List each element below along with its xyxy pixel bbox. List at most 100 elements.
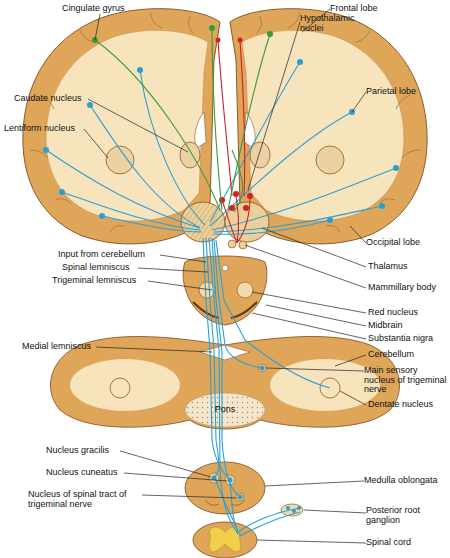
- sensory-pathway: [90, 105, 200, 228]
- structure-label: Lentiform nucleus: [4, 124, 94, 134]
- pathway-terminal: [87, 102, 93, 108]
- pathway-terminal: [43, 147, 49, 153]
- structure-label: Nucleus gracilis: [46, 446, 136, 456]
- pathway-terminal: [393, 165, 399, 171]
- leader-line: [142, 495, 236, 498]
- leader-line: [257, 540, 366, 543]
- pathway-terminal: [297, 506, 301, 510]
- limbic-pathway: [95, 40, 220, 210]
- leader-line: [252, 313, 366, 339]
- midbrain-section: [237, 282, 253, 298]
- leader-line: [335, 355, 366, 366]
- limbic-terminal: [267, 31, 273, 37]
- pons-cerebellum-section: [270, 359, 380, 411]
- leader-line: [245, 245, 366, 288]
- pons-cerebellum-section: [50, 336, 399, 429]
- pathway-terminal: [260, 366, 265, 371]
- pons-cerebellum-section: [200, 345, 250, 360]
- sensory-pathway: [212, 168, 396, 230]
- pathway-terminal: [43, 59, 399, 513]
- pathway-terminal: [137, 67, 143, 73]
- structure-label: Dentate nucleus: [368, 400, 448, 410]
- pons-cerebellum-section: [185, 393, 265, 427]
- structure-label: Pons: [200, 405, 250, 415]
- hypothalamic-nucleus: [247, 193, 253, 199]
- leader-line: [350, 226, 366, 243]
- midbrain-section: [183, 256, 267, 325]
- leader-line: [138, 268, 208, 272]
- leader-line: [96, 347, 212, 352]
- thalamus-shape: [228, 240, 236, 248]
- limbic-pathway: [232, 150, 243, 212]
- hypothalamic-nucleus: [229, 205, 235, 211]
- structure-label: Spinal cord: [366, 538, 446, 548]
- pathway-terminal: [286, 506, 290, 510]
- hypothalamic-nucleus: [216, 38, 221, 43]
- leader-line: [148, 281, 212, 290]
- leader-line: [266, 368, 364, 371]
- midbrain-section: [193, 302, 257, 318]
- leader-line: [120, 451, 211, 477]
- sensory-pathway: [212, 238, 240, 497]
- limbic-terminal: [92, 25, 273, 43]
- hypothalamic-pathway: [236, 196, 239, 243]
- cerebral-hemisphere: [195, 112, 206, 148]
- structure-label: Substantia nigra: [368, 334, 448, 344]
- sensory-pathway: [216, 240, 330, 388]
- leader-line: [95, 14, 100, 40]
- leader-line: [84, 129, 108, 158]
- midbrain-section: [222, 265, 228, 271]
- midbrain-section: [183, 256, 267, 325]
- pathway-terminal: [59, 189, 65, 195]
- pons-cerebellum-section: [50, 336, 399, 429]
- cerebral-hemisphere: [180, 142, 200, 168]
- structure-label: Occipital lobe: [366, 238, 446, 248]
- leader-line: [124, 473, 227, 481]
- hypothalamic-nucleus: [233, 191, 239, 197]
- structure-label: Red nucleus: [368, 308, 448, 318]
- sensory-pathway: [62, 192, 200, 230]
- sensory-pathway: [46, 62, 396, 536]
- pathway-terminal: [292, 509, 296, 513]
- structure-label: Mammillary body: [368, 283, 448, 293]
- sensory-pathway: [46, 150, 200, 228]
- structure-label: Midbrain: [368, 321, 448, 331]
- structure-label: Main sensory nucleus of trigeminal nerve: [364, 366, 450, 395]
- medulla-section: [209, 473, 219, 483]
- leader-line: [262, 228, 366, 267]
- hypothalamic-pathway: [218, 40, 232, 196]
- sensory-pathway: [210, 112, 352, 226]
- structure-label: Medulla oblongata: [364, 476, 450, 486]
- structure-label: Input from cerebellum: [58, 250, 163, 260]
- structure-label: Cingulate gyrus: [62, 4, 152, 14]
- leader-line: [252, 292, 366, 313]
- structure-label: Thalamus: [368, 262, 448, 272]
- limbic-terminal: [209, 25, 215, 31]
- pathway-terminal: [379, 203, 385, 209]
- leader-line: [248, 22, 300, 190]
- hypothalamic-pathway: [218, 40, 250, 243]
- structure-label: Caudate nucleus: [14, 94, 104, 104]
- sensory-pathway: [216, 480, 300, 536]
- limbic-pathway: [228, 34, 270, 210]
- sensory-pathway: [214, 206, 382, 232]
- structure-label: Nucleus of spinal tract of trigeminal ne…: [28, 490, 144, 509]
- leader-line: [304, 510, 366, 513]
- hypothalamic-nucleus: [238, 38, 243, 43]
- limbic-pathway: [212, 28, 222, 210]
- hypothalamic-nucleus: [216, 38, 254, 212]
- limbic-pathway: [95, 28, 270, 212]
- pathway-terminal: [297, 59, 303, 65]
- structure-label: Hypothalamic nuclei: [300, 14, 370, 33]
- hypothalamic-nucleus: [219, 197, 225, 203]
- leader-line: [88, 99, 188, 152]
- structure-label: Nucleus cuneatus: [46, 468, 136, 478]
- pathway-terminal: [228, 478, 233, 483]
- sensory-pathway: [102, 216, 202, 232]
- leader-line: [352, 92, 366, 112]
- pons-cerebellum-section: [110, 378, 130, 398]
- pathway-terminal: [327, 217, 333, 223]
- structure-label: Trigeminal lemniscus: [52, 276, 152, 286]
